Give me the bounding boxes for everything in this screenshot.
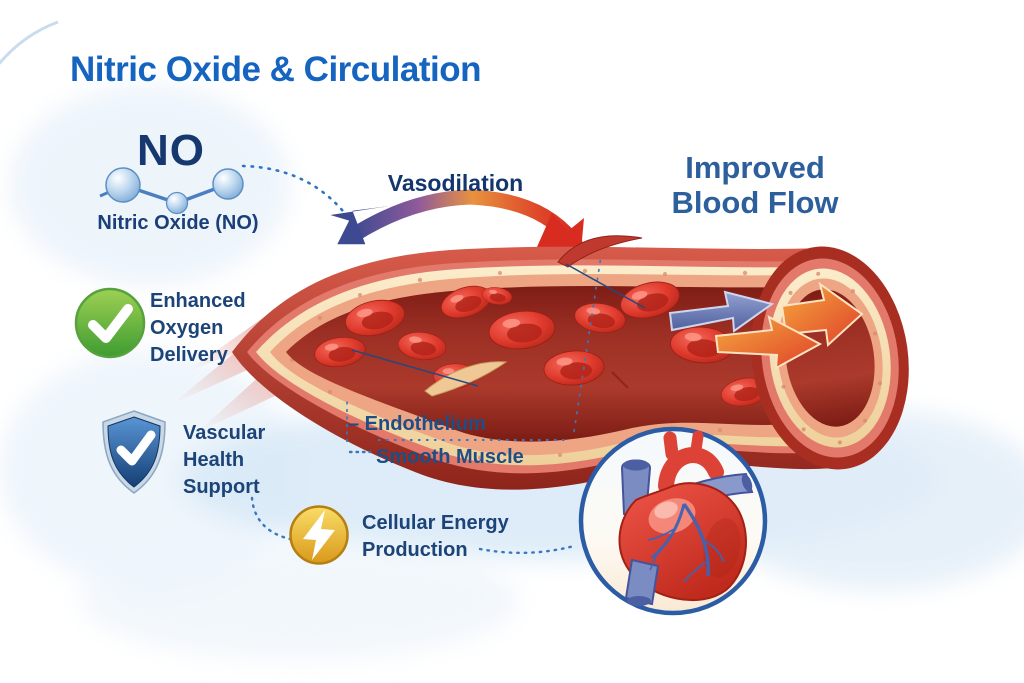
blood-flow-arrows xyxy=(668,281,864,370)
benefit-vascular-health-support: Vascular Health Support xyxy=(183,422,266,498)
no-to-arrow-dashed-leader xyxy=(241,164,352,222)
vasodilation-label: Vasodilation xyxy=(387,170,524,196)
vessel-label-leaders xyxy=(346,255,646,454)
benefit-cellular-energy-production: Cellular Energy Production xyxy=(362,512,509,561)
no-formula-label: NO xyxy=(137,126,205,175)
no-molecule-icon xyxy=(99,167,244,215)
heart-illustration xyxy=(578,426,768,616)
blue-flow-arrow xyxy=(668,290,775,333)
artery-cross-section-illustration xyxy=(232,235,909,490)
smooth-muscle-label: Smooth Muscle xyxy=(376,446,524,468)
shield-check-icon xyxy=(102,410,166,494)
benefit-enhanced-oxygen-delivery: Enhanced Oxygen Delivery xyxy=(150,290,246,366)
lightning-bolt-icon xyxy=(289,505,349,565)
red-flow-arrow-lower xyxy=(714,315,823,370)
gradient-curved-arrow-icon xyxy=(330,189,585,253)
endothelium-flaps xyxy=(424,235,643,397)
nitric-oxide-caption: Nitric Oxide (NO) xyxy=(97,212,259,234)
endothelium-label: – Endothelium xyxy=(348,413,486,435)
benefit-connectors xyxy=(250,496,576,555)
page-title: Nitric Oxide & Circulation xyxy=(70,50,481,89)
check-circle-icon xyxy=(74,287,146,359)
corner-arc-decoration xyxy=(0,20,59,65)
improved-blood-flow-label: Improved Blood Flow xyxy=(671,150,839,220)
